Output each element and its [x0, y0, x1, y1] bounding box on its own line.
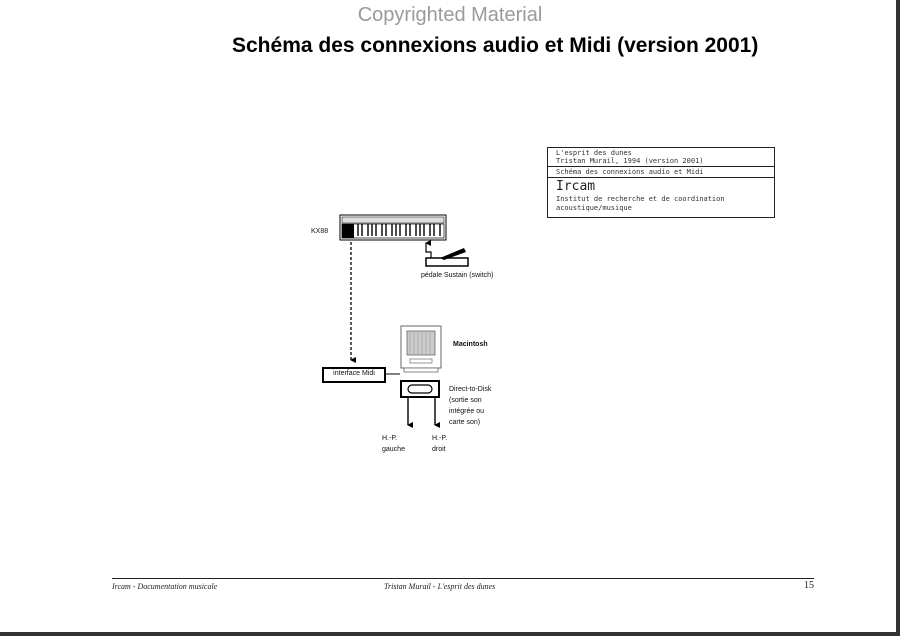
- footer-rule: [112, 578, 814, 579]
- midi-interface-box: interface Midi: [322, 367, 386, 383]
- dtd-label-line-4: carte son): [449, 419, 481, 426]
- info-org-desc-2: acoustique/musique: [556, 204, 632, 212]
- info-rule-2: [548, 177, 774, 178]
- page-edge-right: [896, 0, 900, 636]
- page-title: Schéma des connexions audio et Midi (ver…: [232, 34, 759, 57]
- keyboard-label: KX88: [311, 228, 329, 235]
- watermark: Copyrighted Material: [357, 4, 543, 26]
- left-speaker-label-1: H.-P.: [382, 435, 398, 442]
- page-edge-bottom: [0, 632, 900, 636]
- footer-page-number: 15: [804, 580, 814, 591]
- info-rule-1: [548, 166, 774, 167]
- computer-label: Macintosh: [453, 341, 488, 348]
- info-box: L'esprit des dunes Tristan Murail, 1994 …: [547, 147, 775, 218]
- direct-to-disk-icon: [400, 380, 440, 398]
- sustain-pedal-icon: [425, 248, 469, 267]
- pedal-label: pédale Sustain (switch): [421, 272, 494, 279]
- left-speaker-label-2: gauche: [382, 446, 405, 453]
- info-line-work: L'esprit des dunes: [556, 149, 632, 157]
- keyboard-icon: [339, 214, 447, 241]
- dtd-label-line-1: Direct-to-Disk: [449, 386, 492, 393]
- macintosh-computer-icon: [400, 325, 442, 373]
- dtd-label-line-2: (sortie son: [449, 397, 482, 404]
- info-line-composer: Tristan Murail, 1994 (version 2001): [556, 157, 704, 165]
- info-line-subject: Schéma des connexions audio et Midi: [556, 168, 704, 176]
- right-speaker-label-1: H.-P.: [432, 435, 448, 442]
- right-speaker-label-2: droit: [432, 446, 446, 453]
- footer-center: Tristan Murail - L'esprit des dunes: [384, 582, 496, 591]
- info-org-name: Ircam: [556, 179, 596, 194]
- info-org-desc-1: Institut de recherche et de coordination: [556, 195, 725, 203]
- dtd-label-line-3: intégrée ou: [449, 408, 485, 415]
- footer-left: Ircam - Documentation musicale: [112, 582, 218, 591]
